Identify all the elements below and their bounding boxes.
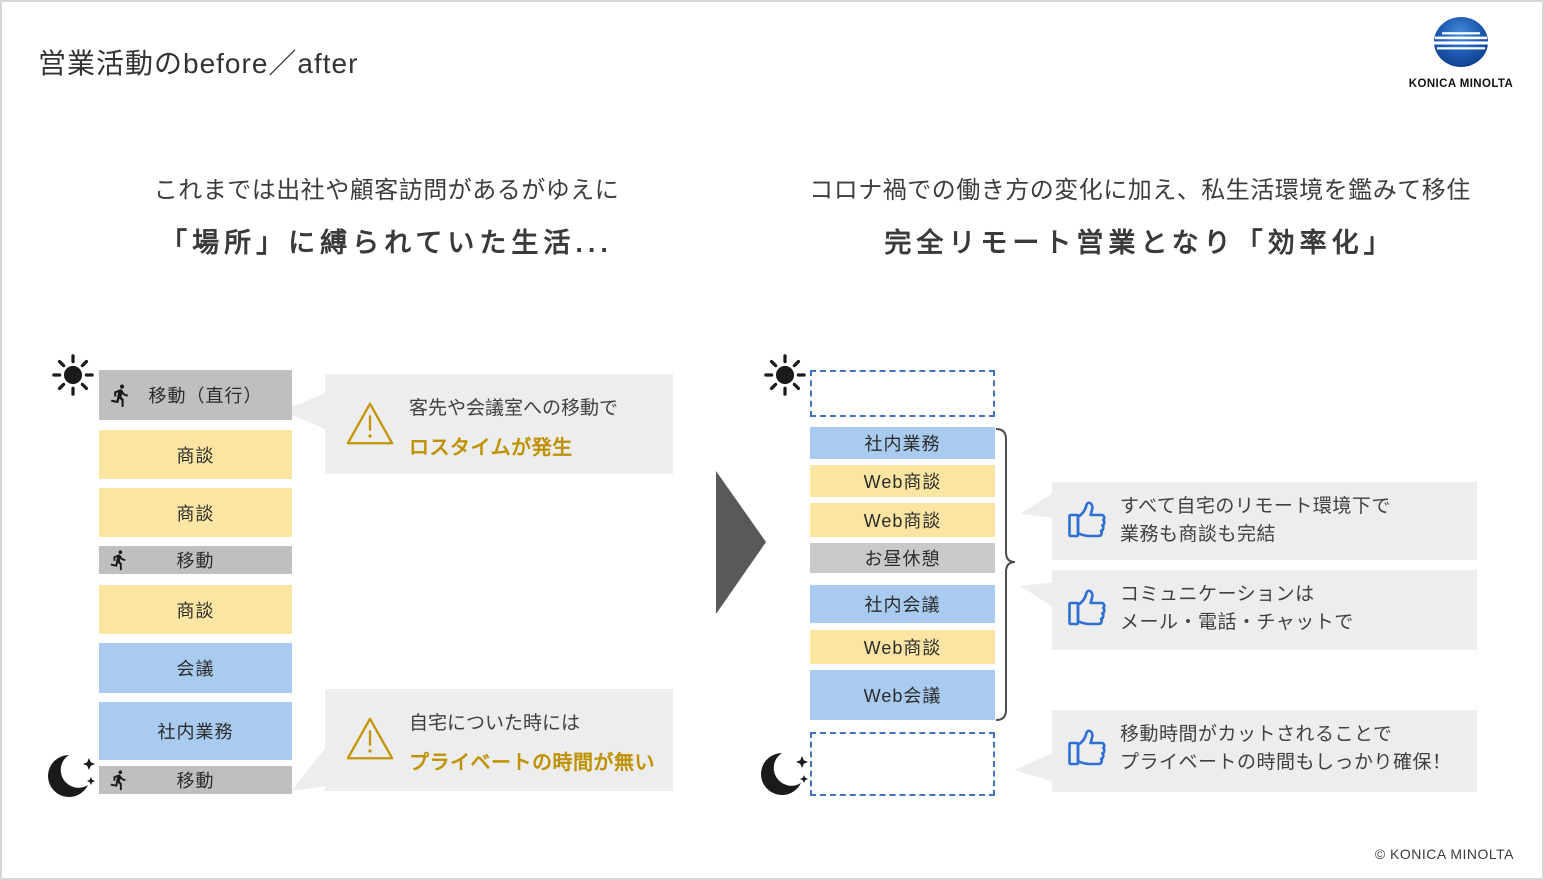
schedule-block-label: Web商談 bbox=[863, 472, 942, 492]
schedule-block: 会議 bbox=[99, 643, 292, 693]
schedule-block-label: 商談 bbox=[176, 445, 215, 466]
moon-icon bbox=[46, 750, 98, 807]
benefit-callout-text: すべて自宅のリモート環境下で 業務も商談も完結 bbox=[1120, 493, 1391, 549]
sun-icon bbox=[52, 354, 94, 401]
schedule-block: 社内会議 bbox=[810, 585, 995, 623]
benefit-line1: コミュニケーションは bbox=[1120, 584, 1315, 605]
schedule-block-label: 移動 bbox=[176, 771, 215, 791]
after-intro-line2: 完全リモート営業となり「効率化」 bbox=[884, 228, 1396, 258]
schedule-block-label: お昼休憩 bbox=[864, 549, 941, 569]
schedule-block-label: 社内業務 bbox=[864, 434, 941, 454]
transform-arrow bbox=[716, 471, 766, 614]
benefit-line2: 業務も商談も完結 bbox=[1120, 524, 1277, 545]
schedule-block-label: 移動 bbox=[176, 551, 215, 571]
benefit-callout: 移動時間がカットされることで プライベートの時間もしっかり確保！ bbox=[1052, 710, 1477, 792]
runner-icon bbox=[108, 549, 130, 571]
schedule-block-label: Web会議 bbox=[863, 686, 942, 706]
warning-callout: 客先や会議室への移動で ロスタイムが発生 bbox=[325, 374, 673, 474]
thumbs-up-icon bbox=[1067, 727, 1113, 774]
schedule-block: お昼休憩 bbox=[810, 543, 995, 573]
before-intro-line2: 「場所」に縛られていた生活... bbox=[160, 228, 613, 258]
benefit-callout: すべて自宅のリモート環境下で 業務も商談も完結 bbox=[1052, 482, 1477, 560]
schedule-block: 移動 bbox=[99, 766, 292, 794]
benefit-line2: メール・電話・チャットで bbox=[1120, 612, 1354, 633]
schedule-block-label: 移動（直行） bbox=[148, 386, 263, 406]
schedule-block: 社内業務 bbox=[810, 427, 995, 459]
warning-callout-text: 客先や会議室への移動で ロスタイムが発生 bbox=[409, 393, 618, 460]
schedule-block-label: 商談 bbox=[176, 600, 215, 621]
page-title: 営業活動のbefore／after bbox=[38, 48, 359, 79]
schedule-bracket bbox=[995, 428, 1016, 721]
warning-line2: ロスタイムが発生 bbox=[409, 437, 573, 459]
warning-callout-2-tail bbox=[291, 746, 327, 791]
schedule-block-label: Web商談 bbox=[863, 511, 942, 531]
warning-line2: プライベートの時間が無い bbox=[409, 752, 655, 774]
schedule-block: 商談 bbox=[99, 430, 292, 479]
konica-minolta-logo: KONICA MINOLTA bbox=[1398, 14, 1524, 90]
copyright: © KONICA MINOLTA bbox=[1374, 846, 1514, 862]
globe-logo-icon bbox=[1400, 17, 1522, 76]
benefit-callout-text: コミュニケーションは メール・電話・チャットで bbox=[1120, 581, 1354, 637]
warning-icon bbox=[343, 714, 397, 769]
schedule-block-label: Web商談 bbox=[863, 638, 942, 658]
warning-icon bbox=[343, 399, 397, 454]
before-intro-line1: これまでは出社や顧客訪問があるがゆえに bbox=[153, 177, 620, 204]
benefit-line1: 移動時間がカットされることで bbox=[1120, 724, 1393, 745]
empty-evening-slot bbox=[810, 732, 995, 796]
benefit-line2: プライベートの時間もしっかり確保！ bbox=[1120, 752, 1452, 773]
thumbs-up-icon bbox=[1067, 587, 1113, 634]
before-intro: これまでは出社や顧客訪問があるがゆえに 「場所」に縛られていた生活... bbox=[74, 170, 699, 260]
benefit-callout-3-tail bbox=[1014, 752, 1055, 782]
empty-morning-slot bbox=[810, 370, 995, 417]
schedule-block: Web会議 bbox=[810, 670, 995, 720]
schedule-block: 移動（直行） bbox=[99, 370, 292, 420]
moon-icon bbox=[759, 748, 811, 805]
warning-callout-text: 自宅についた時には プライベートの時間が無い bbox=[409, 708, 655, 775]
after-intro-line1: コロナ禍での働き方の変化に加え、私生活環境を鑑みて移住 bbox=[809, 177, 1471, 204]
schedule-block: 移動 bbox=[99, 546, 292, 574]
warning-line1: 客先や会議室への移動で bbox=[409, 398, 619, 419]
schedule-block-label: 社内業務 bbox=[157, 722, 234, 742]
benefit-line1: すべて自宅のリモート環境下で bbox=[1120, 496, 1391, 517]
schedule-block: 商談 bbox=[99, 585, 292, 634]
schedule-block-label: 会議 bbox=[176, 659, 215, 679]
schedule-block: Web商談 bbox=[810, 465, 995, 497]
runner-icon bbox=[108, 383, 133, 408]
schedule-block-label: 商談 bbox=[176, 503, 215, 524]
logo-brand-text: KONICA MINOLTA bbox=[1408, 78, 1514, 90]
after-intro: コロナ禍での働き方の変化に加え、私生活環境を鑑みて移住 完全リモート営業となり「… bbox=[765, 170, 1515, 260]
after-schedule: 社内業務 Web商談 Web商談 お昼休憩 社内会議 Web商談 Web会議 bbox=[810, 370, 995, 796]
schedule-block: 商談 bbox=[99, 488, 292, 537]
schedule-block-label: 社内会議 bbox=[864, 595, 941, 615]
schedule-block: 社内業務 bbox=[99, 702, 292, 760]
schedule-block: Web商談 bbox=[810, 630, 995, 664]
warning-line1: 自宅についた時には bbox=[409, 713, 581, 734]
sun-icon bbox=[764, 354, 806, 401]
before-schedule: 移動（直行） 商談 商談 移動 商談 会議 社内業務 移動 bbox=[99, 370, 292, 794]
schedule-block: Web商談 bbox=[810, 503, 995, 537]
warning-callout: 自宅についた時には プライベートの時間が無い bbox=[325, 689, 673, 791]
runner-icon bbox=[108, 769, 130, 791]
thumbs-up-icon bbox=[1067, 499, 1113, 546]
benefit-callout-text: 移動時間がカットされることで プライベートの時間もしっかり確保！ bbox=[1120, 721, 1452, 777]
benefit-callout: コミュニケーションは メール・電話・チャットで bbox=[1052, 570, 1477, 650]
